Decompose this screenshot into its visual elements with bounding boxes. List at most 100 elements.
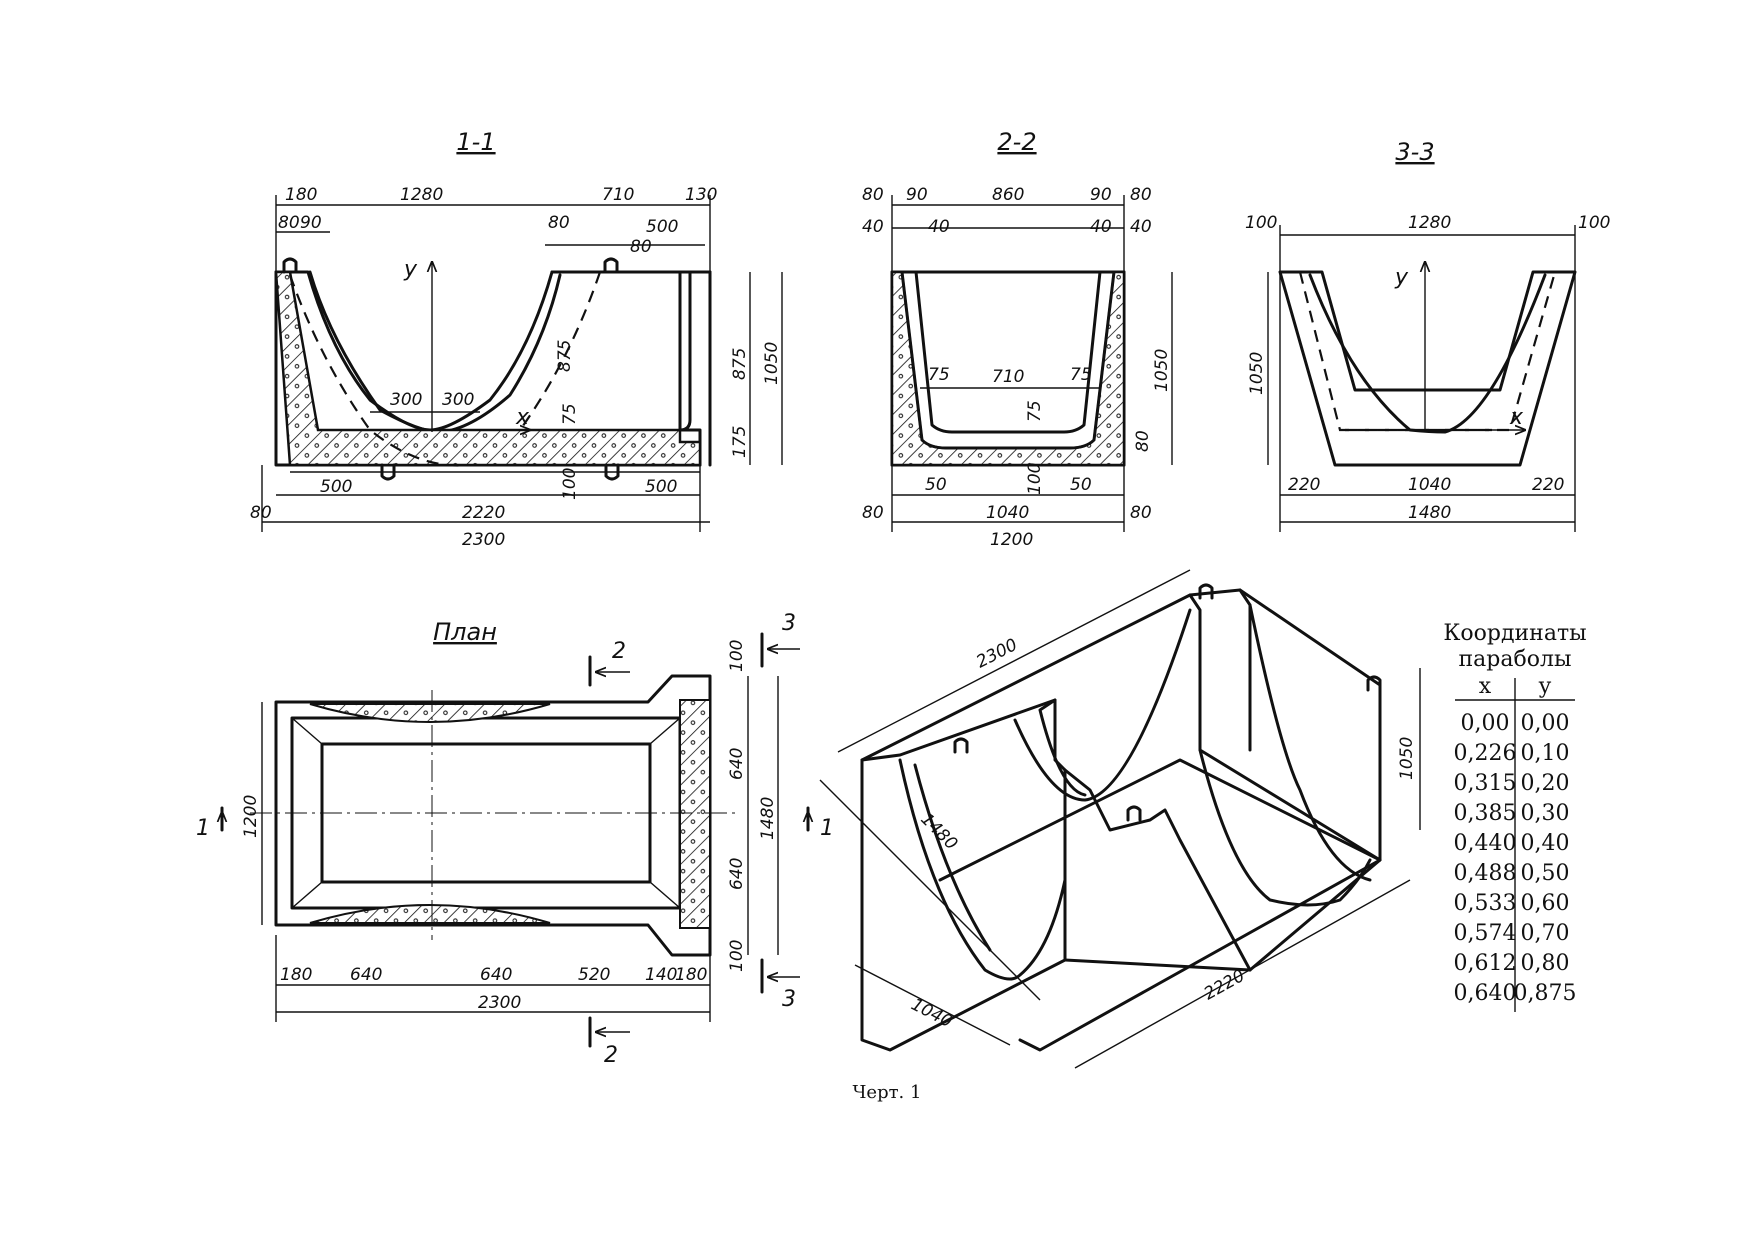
dim-plan-11: 180	[675, 965, 707, 985]
table-col-y: y	[1538, 674, 1552, 699]
table-cell-y: 0,875	[1514, 981, 1577, 1006]
table-cell-x: 0,440	[1454, 831, 1517, 856]
section-2-2: 2-2 80 90 860 90 80 40 40 40 40 75 710 7…	[862, 128, 1173, 550]
table-cell-x: 0,533	[1454, 891, 1517, 916]
dim-s11-13: 875	[730, 348, 750, 380]
table-cell-x: 0,488	[1454, 861, 1517, 886]
dim-s33-1: 1280	[1408, 213, 1451, 233]
table-col-x: x	[1479, 674, 1492, 699]
dim-plan-3: 640	[727, 858, 747, 890]
dim-plan-5: 1200	[241, 795, 261, 838]
dim-s22-7: 40	[1090, 217, 1112, 237]
dim-plan-9: 520	[578, 965, 610, 985]
dim-s11-20: 2220	[462, 503, 505, 523]
dim-s11-11: 875	[555, 340, 575, 372]
dim-plan-1: 640	[727, 748, 747, 780]
section-1-1: 1-1 y x	[250, 128, 783, 550]
plan-cut-label-3: 1	[820, 816, 834, 841]
dim-s11-21: 2300	[462, 530, 505, 550]
plan-cut-label-1: 3	[782, 611, 796, 636]
dim-s22-15: 50	[925, 475, 947, 495]
plan-cut-label-0: 2	[612, 639, 626, 664]
dim-iso-4: 2220	[1201, 966, 1249, 1004]
dim-s33-4: 220	[1288, 475, 1320, 495]
section-1-1-title: 1-1	[456, 128, 495, 156]
table-cell-y: 0,50	[1521, 861, 1570, 886]
dim-s11-0: 180	[285, 185, 317, 205]
section-1-1-axis-y: y	[403, 257, 418, 282]
section-3-3-axis-y: y	[1394, 265, 1409, 290]
dim-s22-0: 80	[862, 185, 884, 205]
dim-plan-2: 1480	[758, 797, 778, 840]
dim-s11-1: 1280	[400, 185, 443, 205]
dim-s22-16: 100	[1025, 463, 1045, 495]
section-3-3-axis-x: x	[1509, 405, 1524, 430]
dim-s22-13: 75	[1025, 400, 1045, 422]
dim-plan-6: 180	[280, 965, 312, 985]
dim-s22-12: 1050	[1152, 349, 1172, 392]
dim-plan-12: 2300	[478, 993, 521, 1013]
table-cell-y: 0,30	[1521, 801, 1570, 826]
dim-s11-3: 130	[685, 185, 717, 205]
table-cell-y: 0,60	[1521, 891, 1570, 916]
plan-cut-label-5: 2	[604, 1043, 618, 1068]
plan-title: План	[433, 618, 497, 646]
plan-view: План 2 3	[196, 611, 834, 1068]
dim-s22-17: 50	[1070, 475, 1092, 495]
table-cell-x: 0,00	[1461, 711, 1510, 736]
dim-s33-0: 100	[1245, 213, 1277, 233]
dim-plan-10: 140	[645, 965, 677, 985]
dim-s22-20: 80	[1130, 503, 1152, 523]
table-title-line2: параболы	[1459, 647, 1572, 672]
section-2-2-title: 2-2	[997, 128, 1036, 156]
dim-s22-19: 1040	[986, 503, 1029, 523]
isometric-view: 2300 1480 1050 1040 2220	[819, 569, 1421, 1069]
table-cell-x: 0,574	[1454, 921, 1517, 946]
dim-plan-7: 640	[350, 965, 382, 985]
dim-s22-1: 90	[906, 185, 928, 205]
dim-s22-14: 80	[1133, 430, 1153, 452]
dim-s11-12: 75	[560, 403, 580, 425]
table-cell-y: 0,70	[1521, 921, 1570, 946]
table-cell-x: 0,315	[1454, 771, 1517, 796]
section-3-3-title: 3-3	[1395, 138, 1434, 166]
dim-s33-6: 220	[1532, 475, 1564, 495]
table-cell-x: 0,640	[1454, 981, 1517, 1006]
dim-plan-0: 100	[727, 640, 747, 672]
dim-s11-15: 175	[730, 426, 750, 458]
figure-caption: Черт. 1	[853, 1082, 922, 1103]
table-cell-y: 0,10	[1521, 741, 1570, 766]
dim-s11-4: 80	[278, 213, 300, 233]
dim-iso-3: 1040	[908, 995, 956, 1032]
table-cell-y: 0,20	[1521, 771, 1570, 796]
dim-iso-0: 2300	[973, 635, 1021, 672]
dim-s22-18: 80	[862, 503, 884, 523]
dim-s22-9: 75	[928, 365, 950, 385]
dim-iso-2: 1050	[1397, 737, 1417, 780]
dim-s22-8: 40	[1130, 217, 1152, 237]
dim-s11-9: 300	[390, 390, 422, 410]
section-3-3: 3-3 y x 100 1280 100 1050 220 1040 220 1…	[1245, 138, 1610, 532]
dim-s11-17: 100	[560, 468, 580, 500]
table-cell-y: 0,80	[1521, 951, 1570, 976]
dim-plan-4: 100	[727, 940, 747, 972]
dim-s11-8: 80	[630, 237, 652, 257]
dim-s22-4: 80	[1130, 185, 1152, 205]
section-1-1-axis-x: x	[515, 405, 530, 430]
dim-s33-3: 1050	[1247, 352, 1267, 395]
table-cell-y: 0,00	[1521, 711, 1570, 736]
plan-cut-label-2: 1	[196, 816, 210, 841]
plan-cut-label-4: 3	[782, 987, 796, 1012]
dim-s11-6: 80	[548, 213, 570, 233]
table-cell-x: 0,385	[1454, 801, 1517, 826]
dim-s11-14: 1050	[762, 342, 782, 385]
dim-s11-2: 710	[602, 185, 634, 205]
dim-s22-2: 860	[992, 185, 1024, 205]
dim-s22-5: 40	[862, 217, 884, 237]
dim-s22-11: 75	[1070, 365, 1092, 385]
table-cell-y: 0,40	[1521, 831, 1570, 856]
dim-s11-10: 300	[442, 390, 474, 410]
